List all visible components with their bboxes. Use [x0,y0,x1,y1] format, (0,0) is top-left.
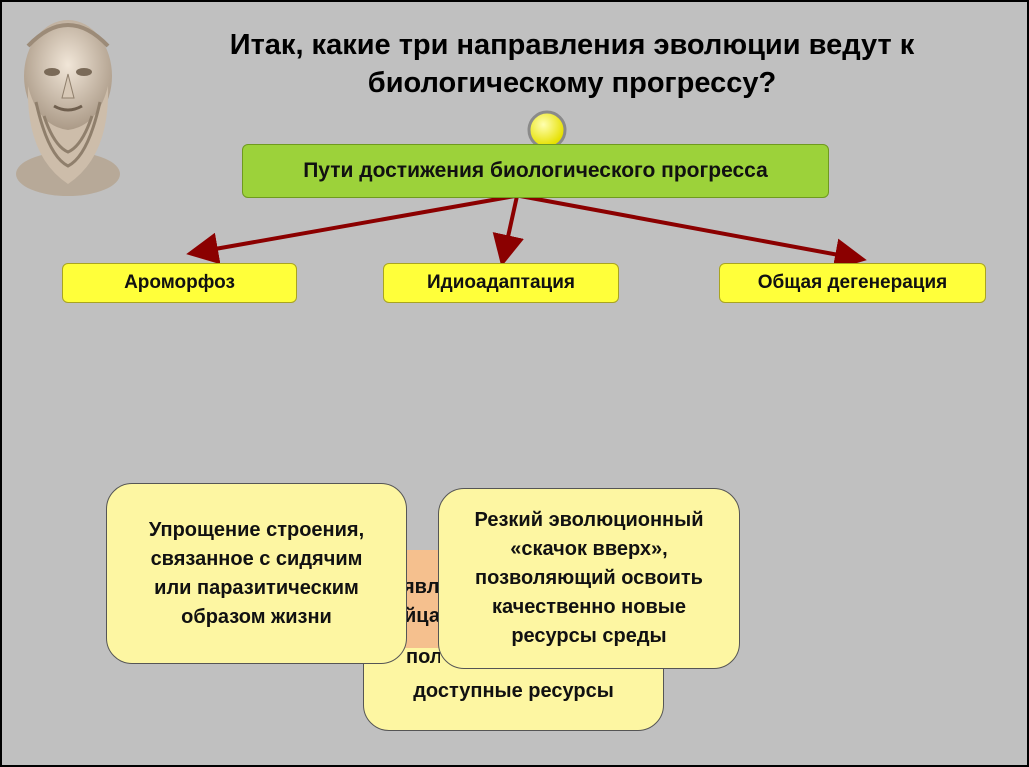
node-idioadaptation: Идиоадаптация [383,263,619,303]
card-back-fragment-1: явл [403,576,439,598]
socrates-bust-image [16,20,120,196]
card-left-text: Упрощение строения, связанное с сидячим … [148,518,365,628]
card-right-text: Резкий эволюционный «скачок вверх», позв… [474,509,704,647]
node-general-degeneration: Общая дегенерация [719,263,986,303]
card-back-text: доступные ресурсы [413,680,614,702]
arrow-to-idioadaptation [492,195,524,267]
node-aromorphosis: Ароморфоз [62,263,297,303]
title-line-1: Итак, какие три направления эволюции вед… [229,29,915,61]
arrow-to-aromorphosis [186,194,516,265]
card-back-fragment-2: йца [404,605,438,627]
title-line-2: биологическому прогрессу? [367,67,777,99]
root-node: Пути достижения биологического прогресса [242,144,829,198]
card-right[interactable]: Резкий эволюционный «скачок вверх», позв… [438,488,740,669]
card-back-fragment-3: пол [406,650,440,664]
card-left[interactable]: Упрощение строения, связанное с сидячим … [106,483,407,664]
slide-title: Итак, какие три направления эволюции вед… [152,26,992,102]
arrow-to-degeneration [519,194,867,271]
